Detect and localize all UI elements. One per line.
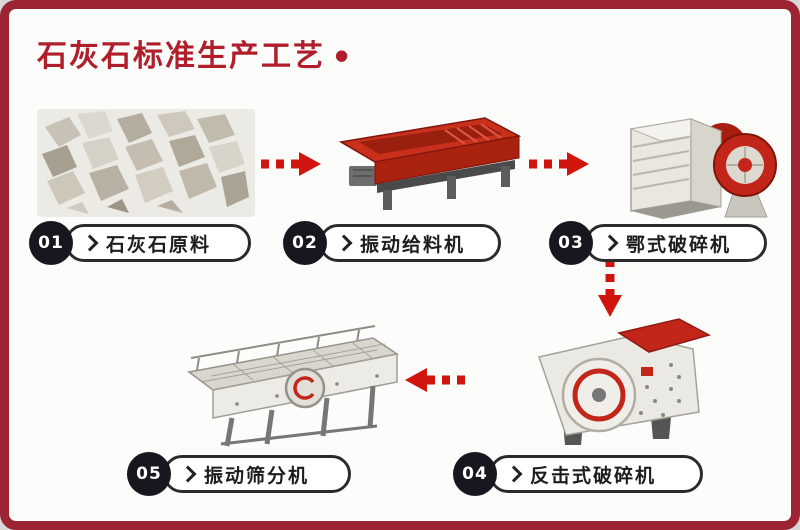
- page-title: 石灰石标准生产工艺: [37, 39, 325, 74]
- chevron-right-icon: [335, 234, 353, 252]
- step-label-text: 反击式破碎机: [530, 464, 657, 487]
- flow-arrow-left: [405, 368, 465, 392]
- step-label-text: 振动筛分机: [204, 464, 310, 487]
- flow-arrow-right-2: [529, 152, 589, 176]
- step-number-badge-05: 05: [127, 452, 171, 496]
- jaw-crusher-image: [629, 118, 777, 219]
- impact-crusher-image: [538, 318, 711, 445]
- flow-arrow-right-1: [261, 152, 321, 176]
- step-number-badge-03: 03: [549, 221, 593, 265]
- limestone-raw-material-image: [37, 109, 255, 217]
- step-label-04: 反击式破碎机: [489, 455, 703, 493]
- chevron-right-icon: [81, 234, 99, 252]
- step-number-badge-04: 04: [453, 452, 497, 496]
- chevron-right-icon: [505, 465, 523, 483]
- chevron-right-icon: [179, 465, 197, 483]
- step-number-badge-02: 02: [283, 221, 327, 265]
- chevron-right-icon: [601, 234, 619, 252]
- step-label-05: 振动筛分机: [163, 455, 351, 493]
- title-dot-icon: ●: [335, 45, 349, 64]
- step-label-text: 振动给料机: [360, 233, 466, 256]
- flow-arrow-down: [598, 259, 622, 317]
- vibrating-feeder-image: [338, 117, 522, 210]
- step-label-01: 石灰石原料: [65, 224, 251, 262]
- step-label-text: 石灰石原料: [106, 233, 212, 256]
- step-number-badge-01: 01: [29, 221, 73, 265]
- step-label-text: 鄂式破碎机: [626, 233, 732, 256]
- vibrating-screen-image: [187, 325, 399, 447]
- step-label-02: 振动给料机: [319, 224, 501, 262]
- header: 石灰石标准生产工艺 ●: [37, 31, 348, 75]
- step-label-03: 鄂式破碎机: [585, 224, 767, 262]
